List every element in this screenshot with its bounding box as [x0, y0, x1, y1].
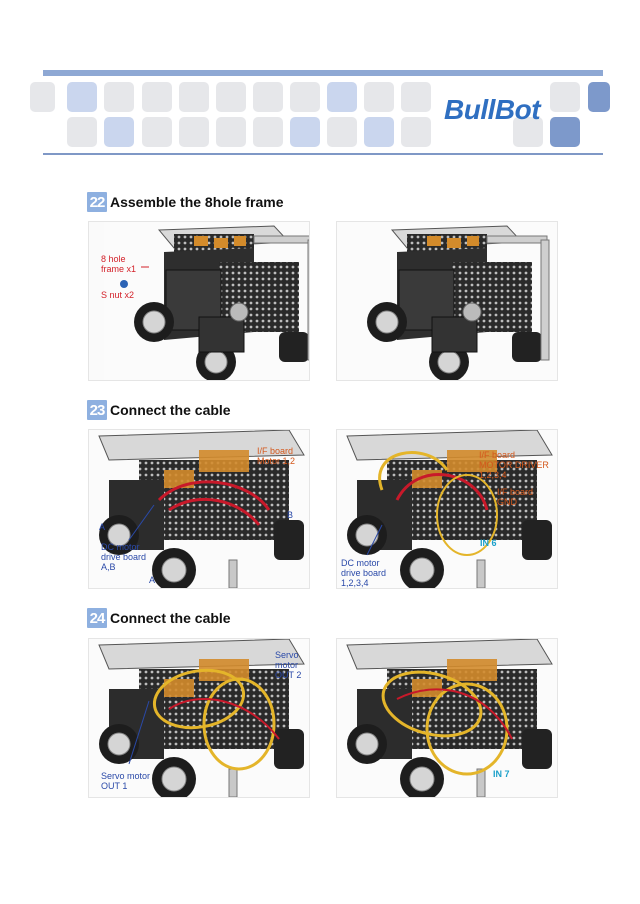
brand-logo: BullBot [444, 94, 541, 125]
label-b-1: B [287, 510, 294, 520]
step-23-header: 23 Connect the cable [87, 400, 231, 420]
step-22-header: 22 Assemble the 8hole frame [87, 192, 284, 212]
label-servo-out-1: Servo motor OUT 1 [101, 771, 151, 791]
step-title: Assemble the 8hole frame [110, 194, 284, 210]
label-if-board-motor-driver: I/F board MOTOR DRIVER 1,2,3,4 [479, 450, 549, 480]
step-23-left-image: I/F board Motor 1,2 DC motor drive board… [88, 429, 310, 589]
step-number: 23 [87, 400, 107, 420]
label-dc-motor-board: DC motor drive board A,B [101, 542, 147, 572]
label-a-2: A [149, 575, 156, 585]
label-a-1: A [99, 522, 106, 532]
label-servo-out-2: Servo motor OUT 2 [275, 650, 302, 680]
label-dc-motor-board-1234: DC motor drive board 1,2,3,4 [341, 558, 387, 588]
label-in-7: IN 7 [493, 769, 510, 779]
step-number: 22 [87, 192, 107, 212]
step-23-right-image: I/F board MOTOR DRIVER 1,2,3,4 I/F board… [336, 429, 558, 589]
header-tile-band [0, 0, 640, 160]
step-title: Connect the cable [110, 610, 231, 626]
step-24-left-image: Servo motor OUT 2 Servo motor OUT 1 [88, 638, 310, 798]
label-in-6: IN 6 [480, 538, 497, 548]
label-if-board-gnd: I/F board GND [497, 487, 534, 507]
header-bottom-rule [43, 153, 603, 155]
label-if-board-motor: I/F board Motor 1,2 [257, 446, 296, 466]
step-24-header: 24 Connect the cable [87, 608, 231, 628]
step-title: Connect the cable [110, 402, 231, 418]
step-number: 24 [87, 608, 107, 628]
label-s-nut: S nut x2 [101, 290, 135, 300]
step-22-before-image: 8 hole frame x1 S nut x2 [88, 221, 310, 381]
label-8hole-frame: 8 hole frame x1 [101, 254, 137, 274]
header-top-rule [43, 70, 603, 76]
step-24-right-image: IN 7 [336, 638, 558, 798]
step-22-after-image [336, 221, 558, 381]
